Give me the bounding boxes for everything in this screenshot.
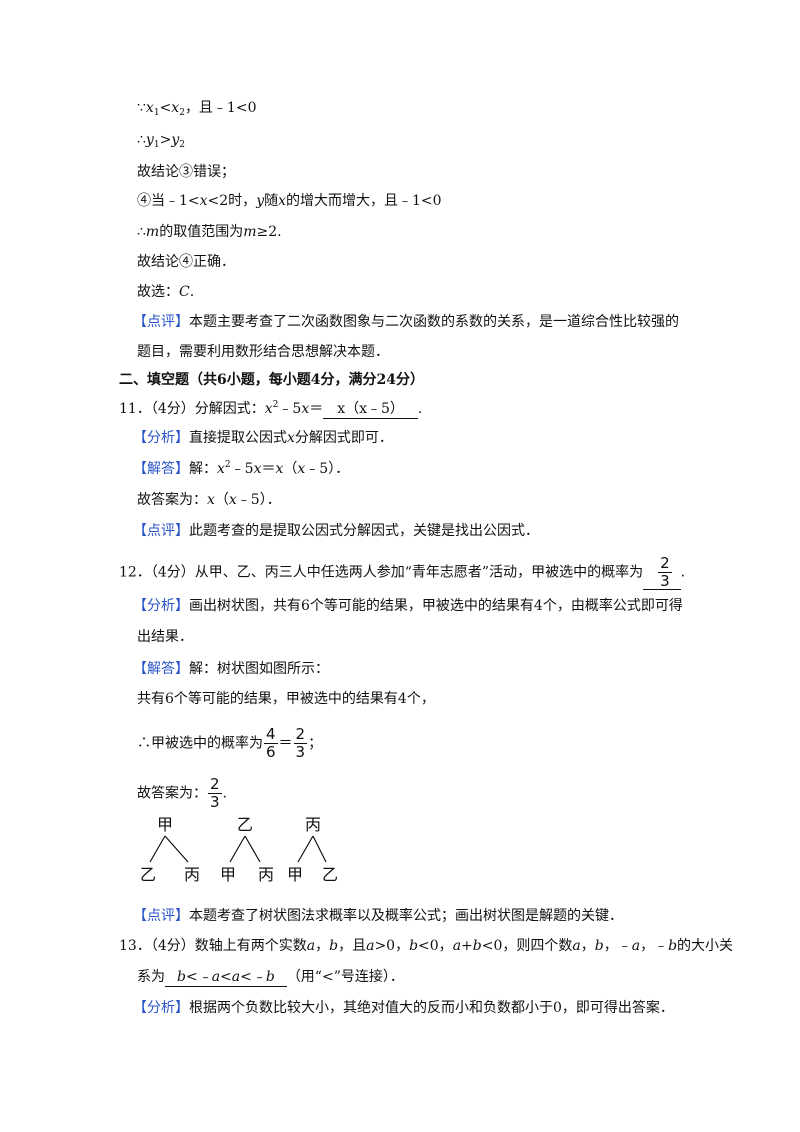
comment-tag: 【点评】 bbox=[133, 523, 189, 539]
tree-root: 乙 bbox=[237, 815, 253, 834]
tree-leaf: 乙 bbox=[322, 865, 338, 884]
analysis-tag: 【分析】 bbox=[133, 1000, 189, 1016]
answer-blank: b<﹣a<a<﹣b bbox=[165, 969, 287, 987]
analysis-tag: 【分析】 bbox=[133, 598, 189, 614]
tree-leaf: 甲 bbox=[287, 865, 303, 884]
comment-tag: 【点评】 bbox=[133, 314, 189, 330]
question-11: 11．（4分）分解因式：x2﹣5x＝x（x﹣5）. bbox=[119, 400, 423, 419]
tree-leaf: 乙 bbox=[140, 865, 156, 884]
tree-leaf: 丙 bbox=[258, 865, 274, 884]
question-number: 13． bbox=[119, 938, 151, 954]
solution-line: 故结论④正确． bbox=[137, 254, 235, 270]
solution-line: ∵x1<x2，且﹣1<0 bbox=[137, 100, 257, 118]
question-13: 13．（4分）数轴上有两个实数a，b，且a>0，b<0，a+b<0，则四个数a，… bbox=[119, 938, 734, 954]
analysis-tag: 【分析】 bbox=[133, 430, 189, 446]
tree-branch-1: 甲 乙 丙 bbox=[140, 815, 200, 884]
question-number: 12． bbox=[119, 564, 151, 581]
analysis-line: 【分析】根据两个负数比较大小，其绝对值大的反而小和负数都小于0，即可得出答案． bbox=[133, 1000, 674, 1016]
comment-line: 【点评】本题考查了树状图法求概率以及概率公式；画出树状图是解题的关键． bbox=[133, 908, 623, 924]
solution-line: ∴m的取值范围为m≥2. bbox=[137, 224, 282, 240]
solution-line: 【解答】解：树状图如图所示： bbox=[133, 661, 329, 677]
solution-line: ∴y1>y2 bbox=[137, 132, 185, 150]
question-12: 12．（4分）从甲、乙、丙三人中任选两人参加“青年志愿者”活动，甲被选中的概率为… bbox=[119, 554, 686, 590]
section-heading: 二、填空题（共6小题，每小题4分，满分24分） bbox=[119, 372, 424, 388]
solution-line: 【解答】解：x2﹣5x＝x（x﹣5）． bbox=[133, 460, 350, 478]
tree-leaf: 丙 bbox=[184, 865, 200, 884]
comment-tag: 【点评】 bbox=[133, 908, 189, 924]
tree-diagram: 甲 乙 丙 乙 甲 丙 丙 甲 乙 bbox=[140, 815, 338, 884]
comment-line: 【点评】本题主要考查了二次函数图象与二次函数的系数的关系，是一道综合性比较强的 bbox=[133, 314, 679, 330]
analysis-line: 【分析】画出树状图，共有6个等可能的结果，甲被选中的结果有4个，由概率公式即可得 bbox=[133, 598, 683, 614]
tree-root: 甲 bbox=[157, 815, 173, 834]
analysis-line: 【分析】直接提取公因式x分解因式即可． bbox=[133, 430, 393, 446]
final-answer-line: 故答案为：x（x﹣5）． bbox=[137, 492, 281, 508]
tree-leaf: 甲 bbox=[220, 865, 236, 884]
solution-line: 故选：C. bbox=[137, 284, 195, 300]
tree-branch-2: 乙 甲 丙 bbox=[220, 815, 274, 884]
solution-line: ④当﹣1<x<2时，y随x的增大而增大，且﹣1<0 bbox=[137, 193, 442, 209]
solution-tag: 【解答】 bbox=[133, 461, 189, 477]
question-number: 11． bbox=[119, 401, 151, 417]
comment-line: 题目，需要利用数形结合思想解决本题． bbox=[137, 344, 389, 360]
solution-line: 故结论③错误； bbox=[137, 164, 235, 180]
because-symbol: ∵ bbox=[137, 100, 146, 116]
therefore-symbol: ∴ bbox=[137, 132, 146, 148]
analysis-line: 出结果． bbox=[137, 629, 193, 645]
solution-line: 共有6个等可能的结果，甲被选中的结果有4个， bbox=[137, 691, 435, 707]
tree-root: 丙 bbox=[305, 815, 321, 834]
tree-branch-3: 丙 甲 乙 bbox=[287, 815, 338, 884]
solution-tag: 【解答】 bbox=[133, 661, 189, 677]
answer-blank: x（x﹣5） bbox=[323, 401, 418, 419]
comment-line: 【点评】此题考查的是提取公因式分解因式，关键是找出公因式． bbox=[133, 523, 539, 539]
